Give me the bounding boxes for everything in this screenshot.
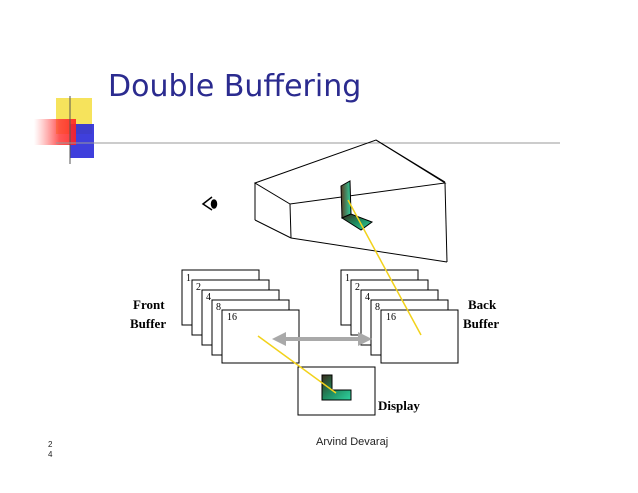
front-buffer-label: Front bbox=[133, 297, 165, 312]
front-buffer-label: Buffer bbox=[130, 316, 166, 331]
front-label-num: 16 bbox=[227, 312, 237, 323]
back-buffer-label: Back bbox=[468, 297, 497, 312]
front-stack-labels: 1 2 4 8 16 bbox=[186, 273, 237, 323]
back-label-num: 4 bbox=[365, 292, 370, 303]
back-layer-16 bbox=[380, 309, 459, 364]
corner-logo bbox=[34, 96, 560, 164]
slide-number: 24 bbox=[48, 440, 53, 459]
back-buffer-label: Buffer bbox=[463, 316, 499, 331]
back-stack-labels: 1 2 4 8 16 bbox=[345, 273, 396, 323]
display-label: Display bbox=[378, 398, 420, 413]
view-frustum bbox=[253, 139, 448, 263]
front-label-num: 8 bbox=[216, 302, 221, 313]
slide-title: Double Buffering bbox=[108, 69, 362, 104]
swap-arrow bbox=[272, 332, 372, 346]
back-label-num: 1 bbox=[345, 273, 350, 284]
eye-icon bbox=[201, 196, 218, 211]
projection-rays bbox=[257, 199, 422, 394]
front-layer-16 bbox=[221, 309, 300, 364]
back-label-num: 2 bbox=[355, 282, 360, 293]
back-buffer-stack bbox=[340, 269, 459, 364]
front-label-num: 4 bbox=[206, 292, 211, 303]
front-label-num: 1 bbox=[186, 273, 191, 284]
front-buffer-stack bbox=[181, 269, 300, 364]
l-shape-object bbox=[340, 180, 374, 231]
back-label-num: 8 bbox=[375, 302, 380, 313]
slide-footer: Arvind Devaraj bbox=[316, 436, 389, 448]
front-label-num: 2 bbox=[196, 282, 201, 293]
back-label-num: 16 bbox=[386, 312, 396, 323]
